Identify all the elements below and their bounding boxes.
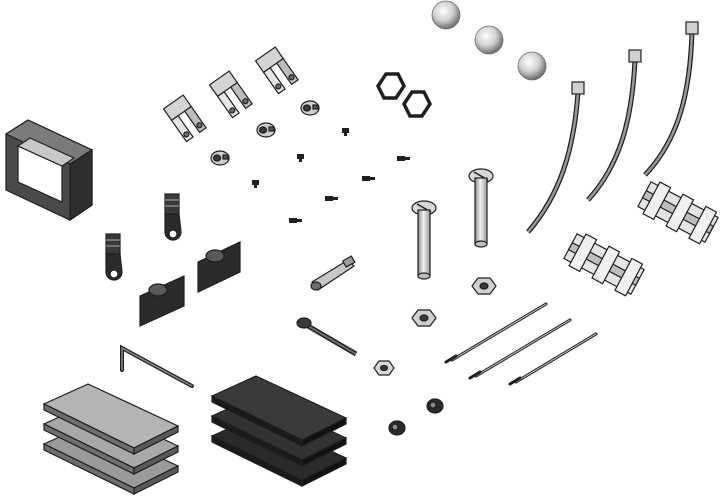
grommet-pad (197, 241, 241, 293)
ball-link (431, 0, 461, 30)
small-screw (342, 128, 349, 136)
hex-nut (373, 360, 395, 376)
servo-horn (164, 193, 182, 241)
bushing-group (388, 398, 444, 436)
cable-tie (586, 49, 642, 202)
cable-tie (643, 21, 699, 177)
clevis (208, 70, 253, 119)
hex-nut-ring (401, 90, 433, 118)
hex-nut-group (373, 277, 497, 376)
cable-tie-group (526, 21, 699, 234)
linkage-rod (444, 302, 548, 364)
hex-nut (411, 309, 437, 327)
wheel-collar-group (210, 100, 320, 166)
wheel-collar (300, 100, 320, 116)
cable-tie (526, 81, 585, 234)
hex-nut-ring (375, 72, 407, 100)
hinge (637, 180, 719, 245)
hinge (563, 232, 645, 297)
small-screw (252, 180, 259, 188)
dark-pad-stack (210, 375, 348, 487)
long-bolt (411, 200, 437, 280)
linkage-rod-group (444, 302, 598, 386)
small-screw (397, 156, 410, 161)
linkage-rod (508, 332, 598, 386)
clevis (254, 46, 299, 95)
hex-nut (471, 277, 497, 295)
bushing (426, 398, 444, 414)
grommet-pad (139, 275, 185, 327)
long-bolt (468, 168, 494, 248)
ball-link (474, 25, 504, 55)
wheel-collar (210, 150, 230, 166)
small-screw (325, 196, 338, 201)
small-screw (362, 176, 375, 181)
grommet-pad-group (139, 241, 241, 327)
long-bolt-group (411, 168, 494, 280)
hex-key (120, 344, 194, 388)
cap-screw (296, 317, 358, 357)
small-screw-group (252, 128, 410, 223)
light-pad-stack (42, 383, 180, 495)
servo-horn (105, 233, 123, 281)
clevis-rod-end (310, 255, 356, 291)
clevis-group (162, 46, 299, 143)
ball-link (517, 51, 547, 81)
hinge-group (563, 180, 719, 297)
clevis (162, 94, 207, 143)
servo-horn-group (105, 193, 182, 281)
small-screw (297, 154, 304, 162)
wheel-collar (256, 122, 276, 138)
ball-link-group (431, 0, 547, 81)
bushing (388, 420, 406, 436)
linkage-rod (468, 318, 572, 380)
hex-nut-ring-group (375, 72, 433, 118)
small-screw (289, 218, 302, 223)
foam-block (4, 119, 94, 222)
